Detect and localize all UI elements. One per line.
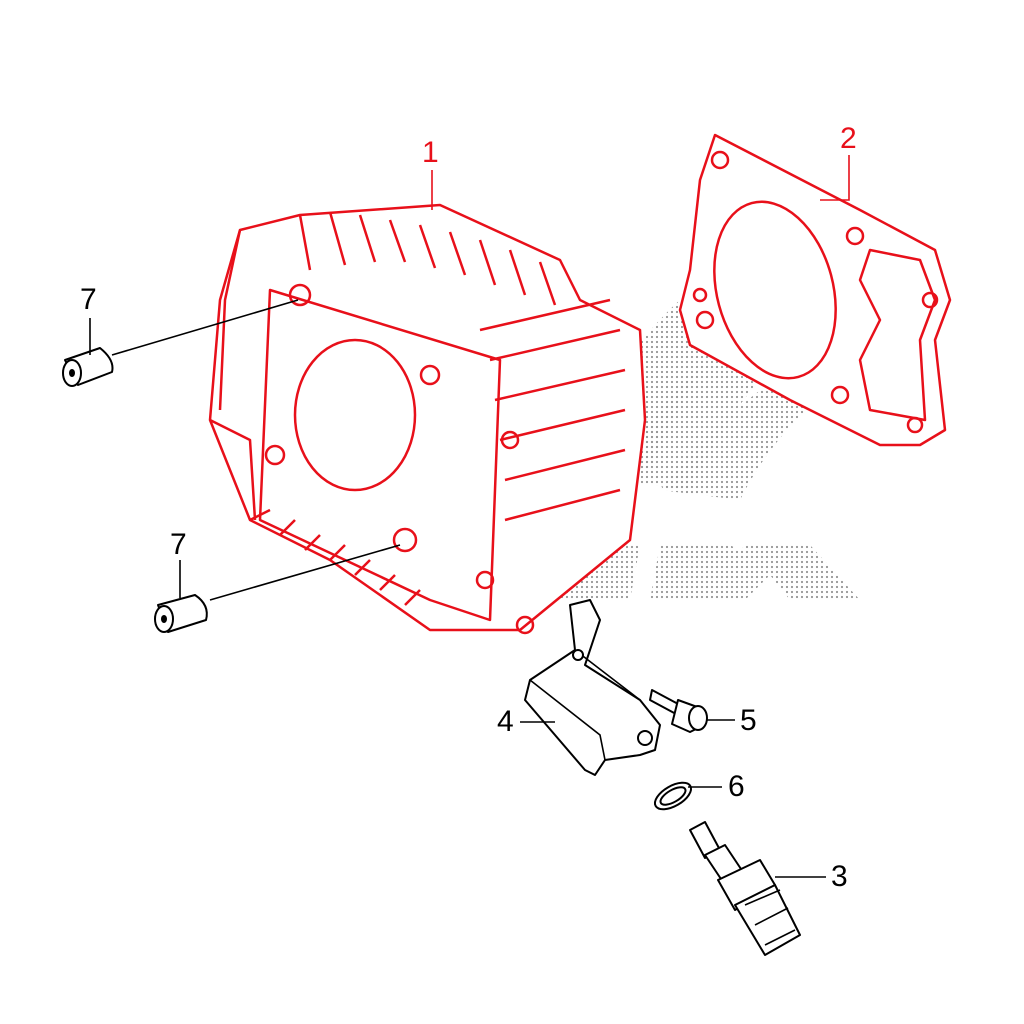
bracket-part[interactable] bbox=[524, 599, 661, 776]
callout-7-upper[interactable]: 7 bbox=[80, 283, 97, 316]
temperature-sensor-part[interactable] bbox=[689, 821, 801, 956]
callout-4[interactable]: 4 bbox=[497, 705, 514, 738]
callout-2[interactable]: 2 bbox=[840, 122, 857, 155]
leader-lines bbox=[89, 155, 850, 878]
bolt-part[interactable] bbox=[649, 689, 708, 733]
callout-7-lower[interactable]: 7 bbox=[170, 528, 187, 561]
dowel-pin-lower[interactable] bbox=[154, 594, 208, 633]
callout-3[interactable]: 3 bbox=[831, 860, 848, 893]
dowel-pin-upper[interactable] bbox=[62, 347, 114, 387]
callout-6[interactable]: 6 bbox=[728, 770, 745, 803]
callout-5[interactable]: 5 bbox=[740, 704, 757, 737]
o-ring-part[interactable] bbox=[651, 777, 696, 814]
cylinder-part[interactable] bbox=[208, 203, 647, 635]
callout-1[interactable]: 1 bbox=[422, 136, 439, 169]
gasket-part[interactable] bbox=[678, 133, 952, 447]
